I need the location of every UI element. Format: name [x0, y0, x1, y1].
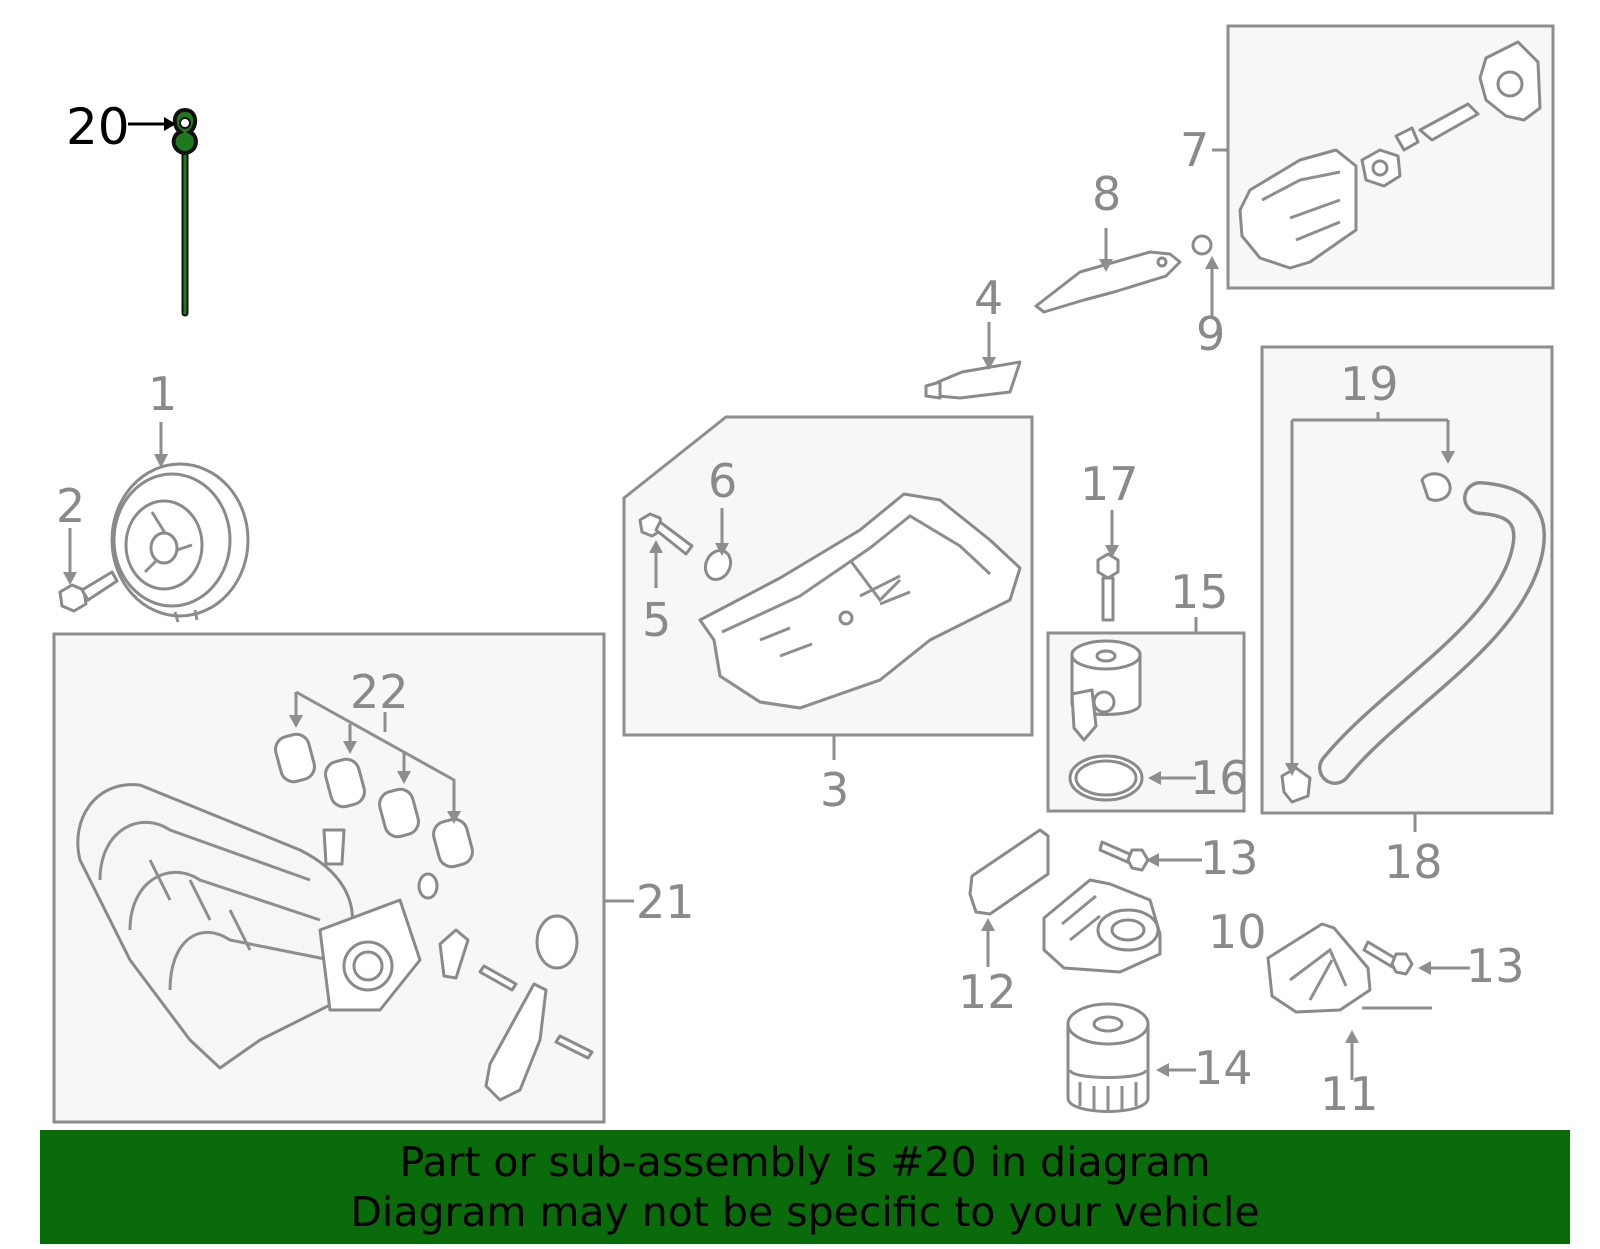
intake-small-parts[interactable] — [322, 828, 594, 1102]
intake-gaskets-part-22[interactable] — [273, 731, 476, 869]
callout-17: 17 — [1080, 457, 1139, 511]
o-ring-part-9[interactable] — [1191, 234, 1213, 256]
callout-22: 22 — [350, 665, 409, 719]
callout-16: 16 — [1190, 751, 1249, 805]
sealant-part-4[interactable] — [924, 360, 1022, 400]
callout-1: 1 — [148, 367, 177, 421]
callout-3: 3 — [820, 763, 849, 817]
hose-clamp-part-19-top[interactable] — [1420, 472, 1452, 502]
callout-5: 5 — [642, 593, 671, 647]
callout-6: 6 — [708, 454, 737, 508]
hose-part-18[interactable] — [1318, 481, 1546, 785]
oil-filter-housing-part-10[interactable] — [1042, 878, 1162, 974]
bolt-part-13-upper[interactable] — [1098, 840, 1150, 872]
bracket-part-11[interactable] — [1266, 922, 1372, 1014]
callout-10: 10 — [1208, 905, 1267, 959]
callout-19: 19 — [1340, 357, 1399, 411]
intake-manifold-part-21[interactable] — [76, 783, 422, 1070]
bolt-part-17[interactable] — [1096, 552, 1120, 622]
cooler-gasket-part-16[interactable] — [1068, 754, 1144, 802]
callout-9: 9 — [1196, 307, 1225, 361]
banner-line-1: Part or sub-assembly is #20 in diagram — [399, 1138, 1211, 1186]
callout-8: 8 — [1092, 167, 1121, 221]
callout-13-lower: 13 — [1466, 939, 1525, 993]
oil-pan-part-3[interactable] — [698, 492, 1022, 710]
callout-12: 12 — [958, 965, 1017, 1019]
gasket-part-12[interactable] — [968, 828, 1050, 916]
bolt-part-13-lower[interactable] — [1362, 940, 1414, 976]
callout-15: 15 — [1170, 565, 1229, 619]
dipstick-part-20[interactable] — [171, 107, 198, 317]
callout-2: 2 — [56, 479, 85, 533]
arrowheads — [63, 256, 1455, 1077]
oil-pump-part-7[interactable] — [1238, 40, 1542, 270]
bracket-part-8[interactable] — [1034, 250, 1182, 314]
banner-line-2: Diagram may not be specific to your vehi… — [350, 1188, 1260, 1236]
callout-4: 4 — [974, 271, 1003, 325]
callout-20: 20 — [66, 98, 130, 156]
oil-cooler-part-15[interactable] — [1070, 639, 1142, 742]
oil-pan-bolt-part-5[interactable] — [638, 512, 694, 556]
callout-13-upper: 13 — [1200, 831, 1259, 885]
crankshaft-pulley-part-1[interactable] — [110, 462, 250, 623]
callout-11: 11 — [1320, 1067, 1379, 1121]
callout-18: 18 — [1384, 835, 1443, 889]
callout-21: 21 — [636, 875, 695, 929]
pulley-bolt-part-2[interactable] — [58, 570, 119, 613]
callout-7: 7 — [1180, 123, 1209, 177]
oil-filter-part-14[interactable] — [1066, 1002, 1150, 1113]
callout-14: 14 — [1194, 1041, 1253, 1095]
info-banner: Part or sub-assembly is #20 in diagram D… — [40, 1130, 1570, 1244]
